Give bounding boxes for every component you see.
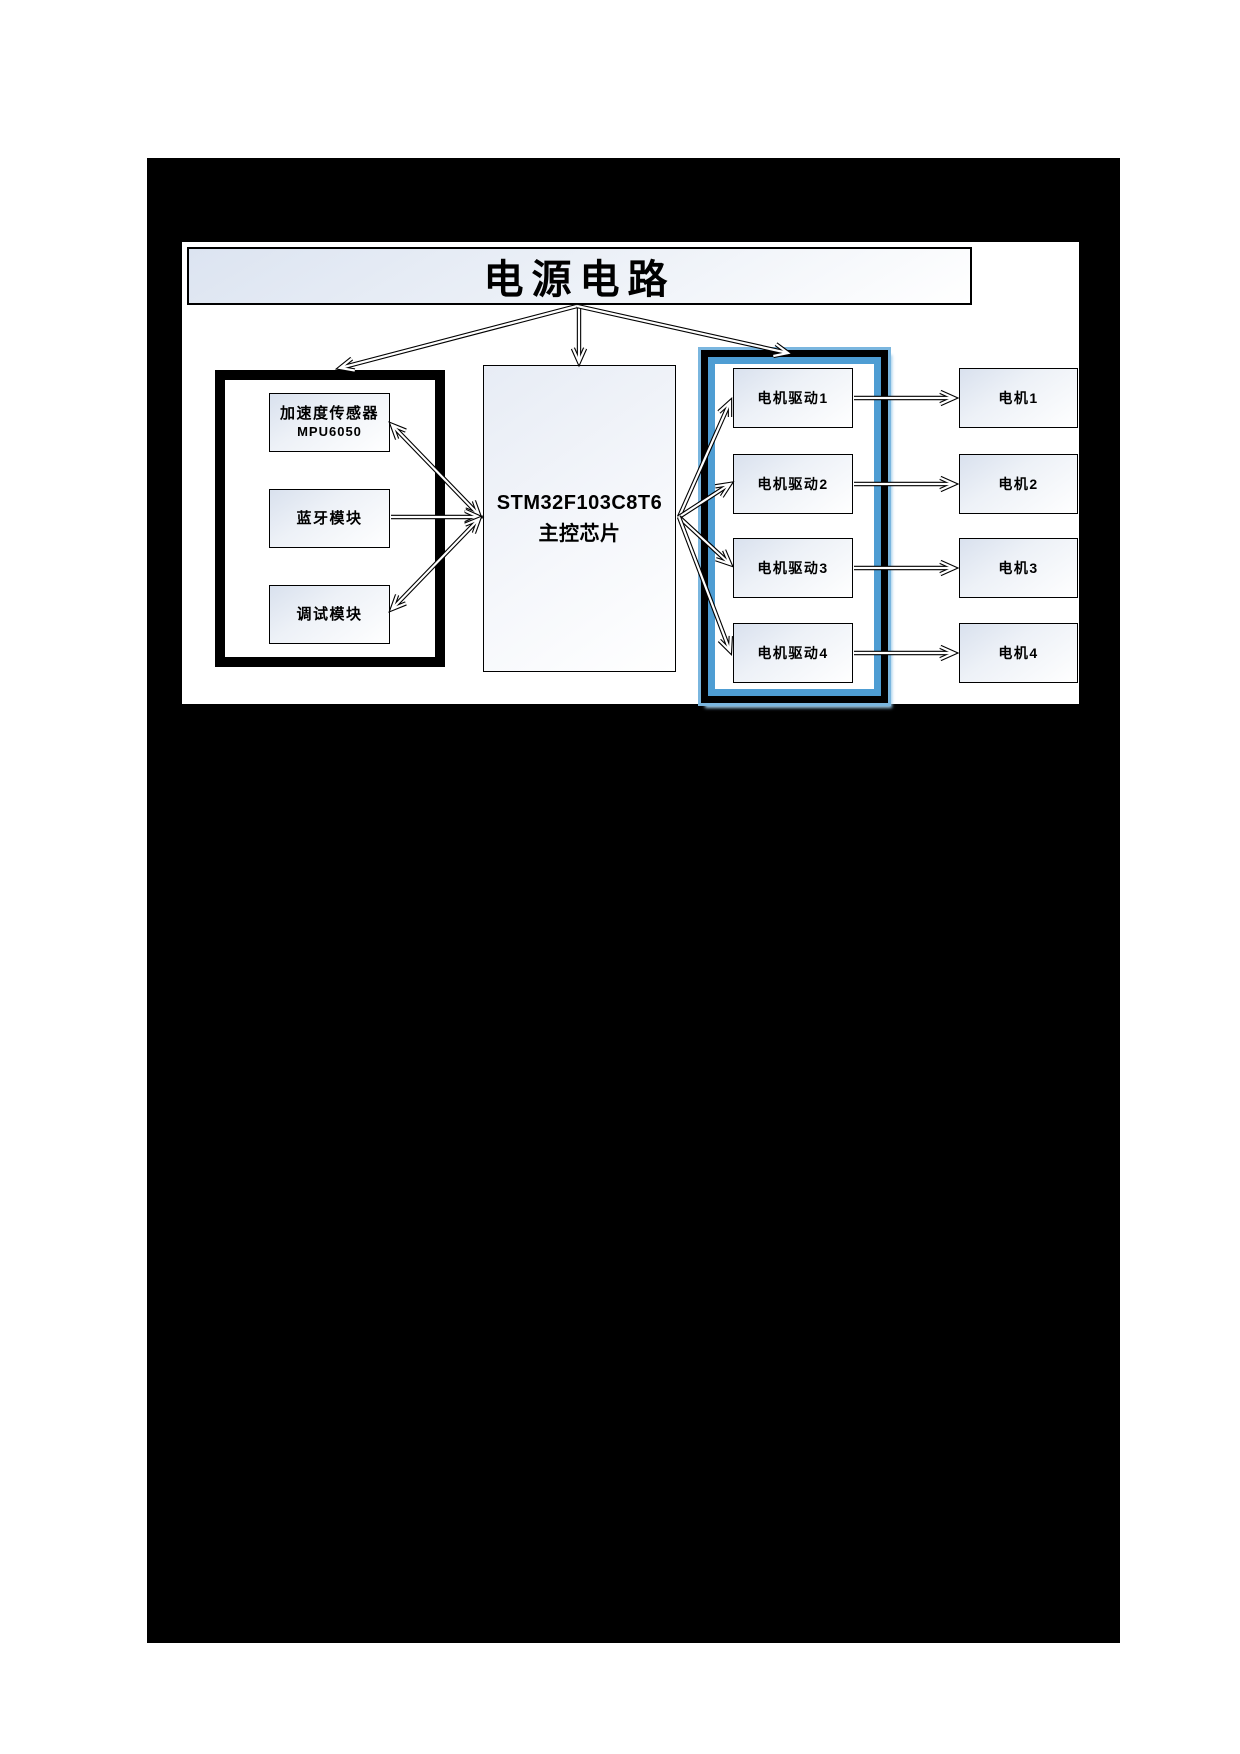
mcu-role-label: 主控芯片	[538, 522, 621, 545]
motor-driver-2-label: 电机驱动2	[757, 475, 829, 492]
accelerometer-label: 加速度传感器	[279, 405, 379, 423]
motor-driver-1-label: 电机驱动1	[757, 389, 829, 406]
motor-1-label: 电机1	[998, 389, 1039, 406]
power-circuit-title: 电源电路	[483, 258, 676, 302]
mcu-box: STM32F103C8T6 主控芯片	[483, 365, 676, 672]
accelerometer-module-box: 加速度传感器 MPU6050	[269, 393, 390, 452]
motor-1-box: 电机1	[959, 368, 1078, 428]
diagram-panel: 电源电路 加速度传感器 MPU6050 蓝牙模块 调试模块 STM32F103C…	[182, 242, 1079, 704]
motor-driver-3-box: 电机驱动3	[733, 538, 853, 598]
motor-4-label: 电机4	[998, 644, 1039, 661]
motor-driver-4-box: 电机驱动4	[733, 623, 853, 683]
motor-4-box: 电机4	[959, 623, 1078, 683]
mcu-part-number: STM32F103C8T6	[496, 491, 663, 514]
motor-driver-4-label: 电机驱动4	[757, 644, 829, 661]
bluetooth-module-box: 蓝牙模块	[269, 489, 390, 548]
motor-driver-3-label: 电机驱动3	[757, 559, 829, 576]
bluetooth-module-label: 蓝牙模块	[296, 509, 363, 527]
motor-2-label: 电机2	[998, 475, 1039, 492]
motor-driver-1-box: 电机驱动1	[733, 368, 853, 428]
motor-2-box: 电机2	[959, 454, 1078, 514]
debug-module-box: 调试模块	[269, 585, 390, 644]
debug-module-label: 调试模块	[296, 605, 363, 623]
power-circuit-title-box: 电源电路	[187, 247, 972, 305]
motor-driver-2-box: 电机驱动2	[733, 454, 853, 514]
motor-3-box: 电机3	[959, 538, 1078, 598]
motor-3-label: 电机3	[998, 559, 1039, 576]
accelerometer-part-number: MPU6050	[297, 423, 362, 439]
